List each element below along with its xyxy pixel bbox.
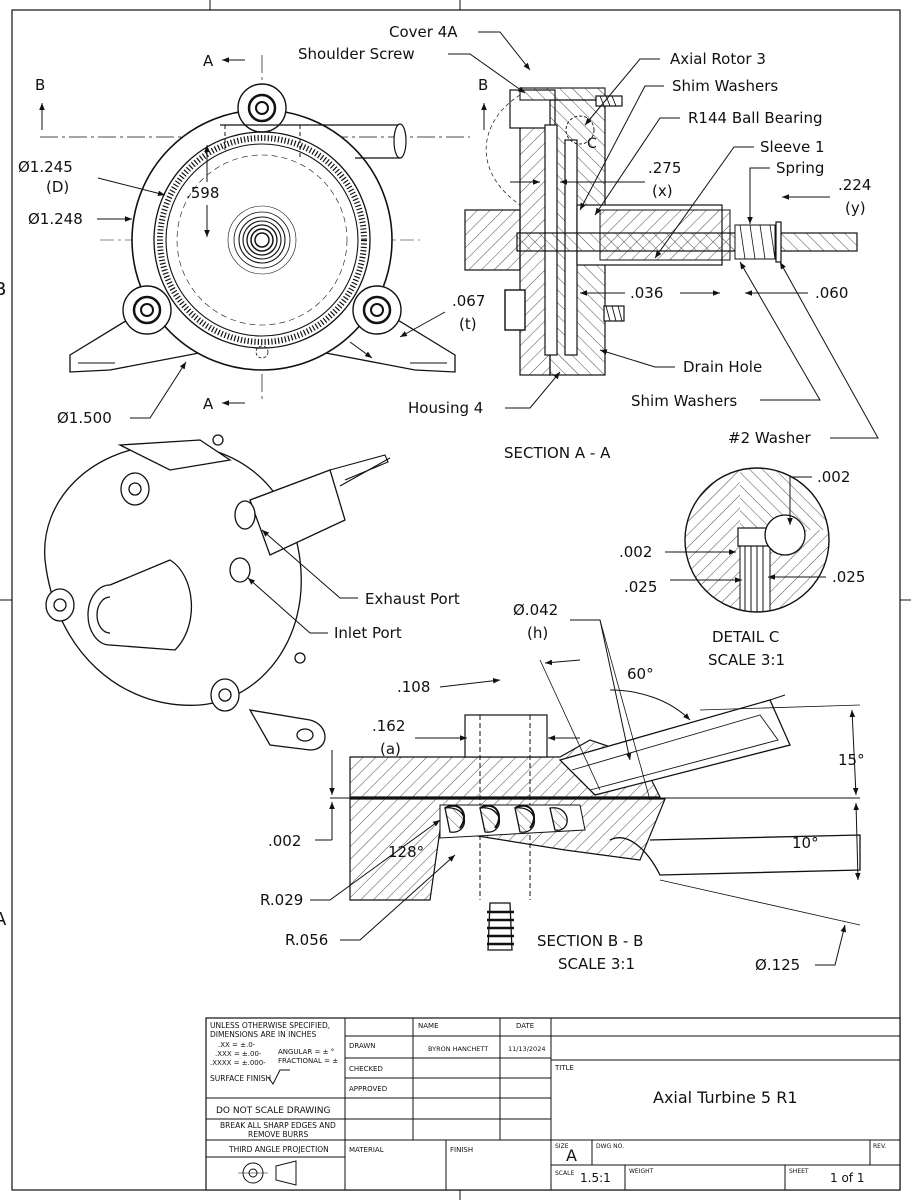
tb-title: Axial Turbine 5 R1 xyxy=(653,1088,798,1107)
detail-dim-025-left: .025 xyxy=(624,578,657,596)
cut-b-right: B xyxy=(478,76,488,94)
dim-224: .224 xyxy=(838,176,871,194)
tb-tol-xxx: .XXX = ±.00- xyxy=(215,1050,262,1058)
tb-surface-finish: SURFACE FINISH xyxy=(210,1074,271,1083)
tb-size: A xyxy=(566,1146,577,1165)
tb-approved: APPROVED xyxy=(349,1085,387,1093)
label-bearing: R144 Ball Bearing xyxy=(688,109,822,127)
label-rotor: Axial Rotor 3 xyxy=(670,50,766,68)
detail-c-scale: SCALE 3:1 xyxy=(708,651,785,669)
surface-finish-icon xyxy=(267,1069,290,1085)
label-sleeve: Sleeve 1 xyxy=(760,138,825,156)
cut-b-left: B xyxy=(35,76,45,94)
dim-d1500: Ø1.500 xyxy=(57,409,112,427)
cut-a-bottom: A xyxy=(203,395,214,413)
tb-break-edges-2: REMOVE BURRS xyxy=(248,1130,309,1139)
isometric-view xyxy=(44,434,391,751)
dim-598: .598 xyxy=(186,184,219,202)
detail-dim-002-left: .002 xyxy=(619,543,652,561)
dim-d042: Ø.042 xyxy=(513,601,558,619)
dim-r056: R.056 xyxy=(285,931,328,949)
dim-128deg: 128° xyxy=(388,843,424,861)
label-cover: Cover 4A xyxy=(389,23,458,41)
dim-060: .060 xyxy=(815,284,848,302)
dim-d125: Ø.125 xyxy=(755,956,800,974)
tb-scale: 1.5:1 xyxy=(580,1171,611,1185)
tb-finish: FINISH xyxy=(450,1146,473,1154)
tb-spec-line2: DIMENSIONS ARE IN INCHES xyxy=(210,1030,317,1039)
section-aa-view: C Cover 4A Shoulder Screw Axial Rotor 3 … xyxy=(298,23,879,462)
tb-material: MATERIAL xyxy=(349,1146,384,1154)
label-exhaust-port: Exhaust Port xyxy=(365,590,460,608)
label-shim-top: Shim Washers xyxy=(672,77,778,95)
tb-sheet-label: SHEET xyxy=(789,1168,809,1175)
tb-size-label: SIZE xyxy=(555,1143,569,1150)
tb-title-label: TITLE xyxy=(554,1064,574,1072)
section-aa-title: SECTION A - A xyxy=(504,444,611,462)
dim-d1248: Ø1.248 xyxy=(28,210,83,228)
label-shoulder-screw: Shoulder Screw xyxy=(298,45,415,63)
dim-d1245: Ø1.245 xyxy=(18,158,73,176)
cut-a-top: A xyxy=(203,52,214,70)
dim-275-tag: (x) xyxy=(652,182,673,200)
dim-d1245-tag: (D) xyxy=(46,178,69,196)
dim-162-tag: (a) xyxy=(380,740,401,758)
tb-weight-label: WEIGHT xyxy=(629,1168,654,1175)
tb-break-edges-1: BREAK ALL SHARP EDGES AND xyxy=(220,1121,336,1130)
title-block: UNLESS OTHERWISE SPECIFIED, DIMENSIONS A… xyxy=(205,1017,901,1191)
tb-checked: CHECKED xyxy=(349,1065,383,1073)
label-shim-bottom: Shim Washers xyxy=(631,392,737,410)
dim-108: .108 xyxy=(397,678,430,696)
section-bb-scale: SCALE 3:1 xyxy=(558,955,635,973)
tb-do-not-scale: DO NOT SCALE DRAWING xyxy=(216,1106,331,1116)
tb-scale-label: SCALE xyxy=(555,1170,574,1177)
tb-tol-xx: .XX = ±.0- xyxy=(218,1041,256,1049)
tb-dwg-label: DWG NO. xyxy=(596,1143,624,1150)
tb-date-header: DATE xyxy=(516,1022,534,1030)
dim-275: .275 xyxy=(648,159,681,177)
dim-002-bb: .002 xyxy=(268,832,301,850)
tb-drawn: DRAWN xyxy=(349,1042,376,1050)
tb-angular: ANGULAR = ± ° xyxy=(278,1048,334,1056)
dim-067: .067 xyxy=(452,292,485,310)
dim-162: .162 xyxy=(372,717,405,735)
label-washer: #2 Washer xyxy=(728,429,811,447)
tb-sheet: 1 of 1 xyxy=(830,1171,864,1185)
dim-067-tag: (t) xyxy=(459,315,477,333)
dim-60deg: 60° xyxy=(627,665,654,683)
zone-label-a: A xyxy=(0,909,7,930)
detail-c-view: .002 .002 .025 .025 DETAIL C SCALE 3:1 xyxy=(619,467,865,669)
zone-label-b: B xyxy=(0,279,6,300)
third-angle-projection-icon xyxy=(238,1160,297,1186)
label-spring: Spring xyxy=(776,159,824,177)
dim-036: .036 xyxy=(630,284,663,302)
dim-d042-tag: (h) xyxy=(527,624,548,642)
tb-projection: THIRD ANGLE PROJECTION xyxy=(228,1145,329,1154)
detail-dim-025-right: .025 xyxy=(832,568,865,586)
detail-c-marker: C xyxy=(587,136,597,152)
tb-tol-xxxx: .XXXX = ±.000- xyxy=(210,1059,266,1067)
tb-spec-line1: UNLESS OTHERWISE SPECIFIED, xyxy=(210,1021,330,1030)
label-drain-hole: Drain Hole xyxy=(683,358,762,376)
dim-15deg: 15° xyxy=(838,751,865,769)
dim-10deg: 10° xyxy=(792,834,819,852)
tb-drawn-date: 11/13/2024 xyxy=(508,1045,545,1053)
label-inlet-port: Inlet Port xyxy=(334,624,402,642)
dim-r029: R.029 xyxy=(260,891,303,909)
front-view: A A B B Ø1.245 (D) Ø1.248 .598 .067 (t) … xyxy=(18,52,488,427)
detail-c-title: DETAIL C xyxy=(712,628,779,646)
tb-drawn-name: BYRON HANCHETT xyxy=(428,1045,488,1053)
label-housing: Housing 4 xyxy=(408,399,483,417)
tb-rev-label: REV. xyxy=(873,1143,886,1150)
tb-name-header: NAME xyxy=(418,1022,439,1030)
section-bb-title: SECTION B - B xyxy=(537,932,643,950)
detail-dim-002-top: .002 xyxy=(817,468,850,486)
tb-fractional: FRACTIONAL = ± xyxy=(278,1057,338,1065)
dim-224-tag: (y) xyxy=(845,199,866,217)
section-bb-view: Ø.042 (h) 60° .108 .162 (a) 15° .002 10°… xyxy=(260,601,865,974)
